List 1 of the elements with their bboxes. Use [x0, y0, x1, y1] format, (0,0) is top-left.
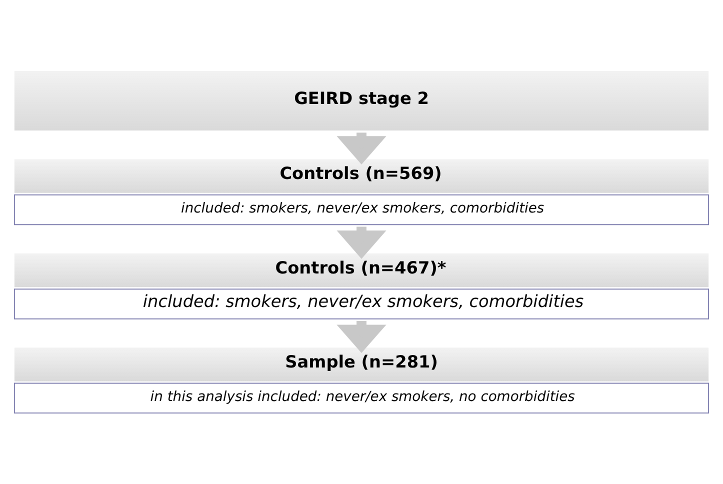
- node-box: GEIRD stage 2: [14, 70, 709, 130]
